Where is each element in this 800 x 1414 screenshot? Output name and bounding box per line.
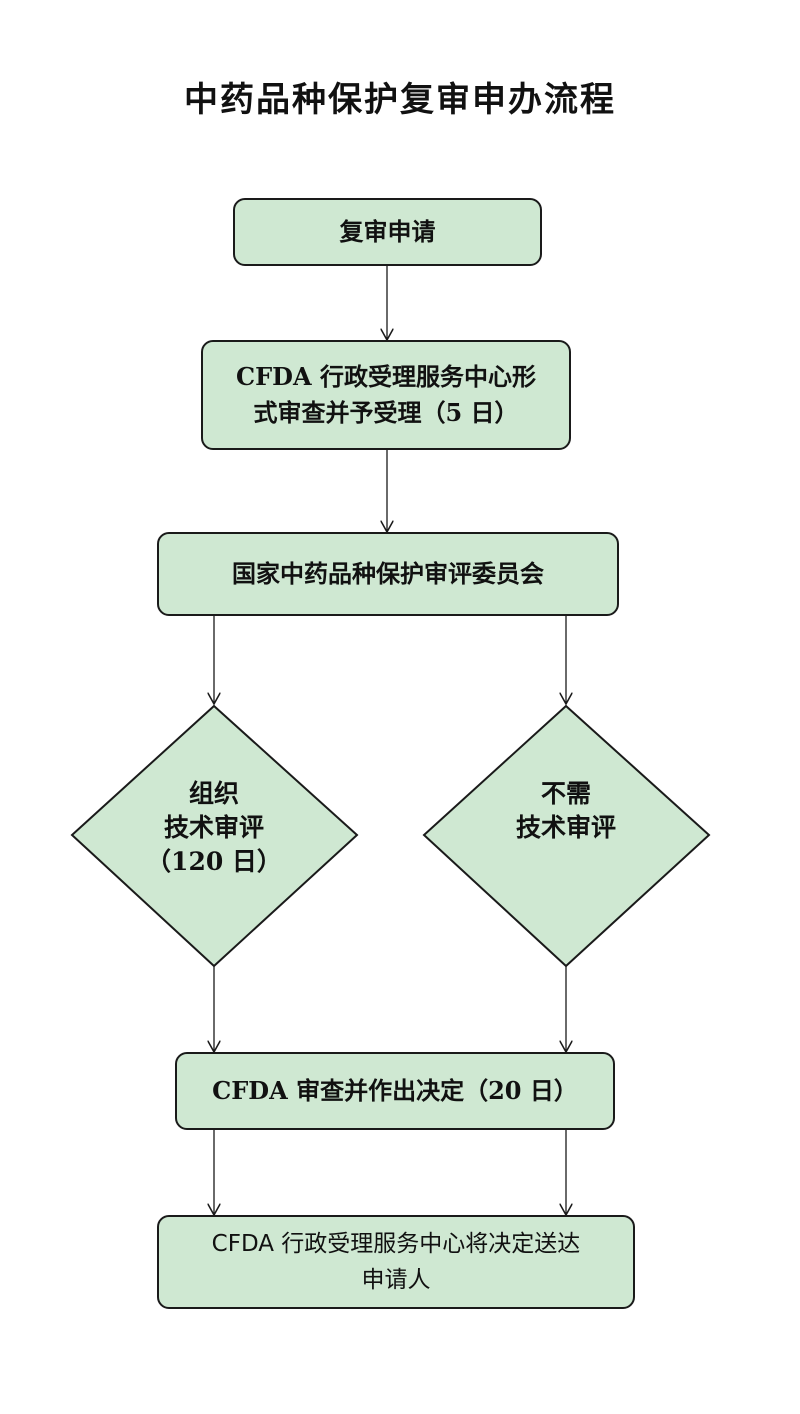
step-accept: CFDA 行政受理服务中心形 式审查并予受理（5 日）: [201, 340, 571, 450]
step-apply: 复审申请: [233, 198, 542, 266]
review-no-line1: 不需: [540, 779, 591, 808]
step-deliver-line2: 申请人: [361, 1267, 431, 1293]
review-no-line2: 技术审评: [515, 813, 616, 842]
diamond-no-technical-review-text: 不需 技术审评: [466, 777, 666, 845]
step-accept-line2: 式审查并予受理（5 日）: [253, 398, 519, 427]
step-committee-label: 国家中药品种保护审评委员会: [232, 559, 544, 588]
step-accept-line1: CFDA 行政受理服务中心形: [236, 362, 536, 391]
step-decide-label: CFDA 审查并作出决定（20 日）: [212, 1076, 578, 1105]
step-apply-label: 复审申请: [339, 217, 436, 246]
step-deliver: CFDA 行政受理服务中心将决定送达 申请人: [157, 1215, 635, 1309]
step-deliver-line1: CFDA 行政受理服务中心将决定送达: [211, 1231, 581, 1257]
review-yes-line3: （120 日）: [146, 847, 282, 876]
review-yes-line1: 组织: [188, 779, 239, 808]
review-yes-line2: 技术审评: [163, 813, 264, 842]
step-committee: 国家中药品种保护审评委员会: [157, 532, 619, 616]
step-decide: CFDA 审查并作出决定（20 日）: [175, 1052, 615, 1130]
page-title: 中药品种保护复审申办流程: [184, 80, 616, 120]
diamond-technical-review-text: 组织 技术审评 （120 日）: [114, 777, 314, 879]
